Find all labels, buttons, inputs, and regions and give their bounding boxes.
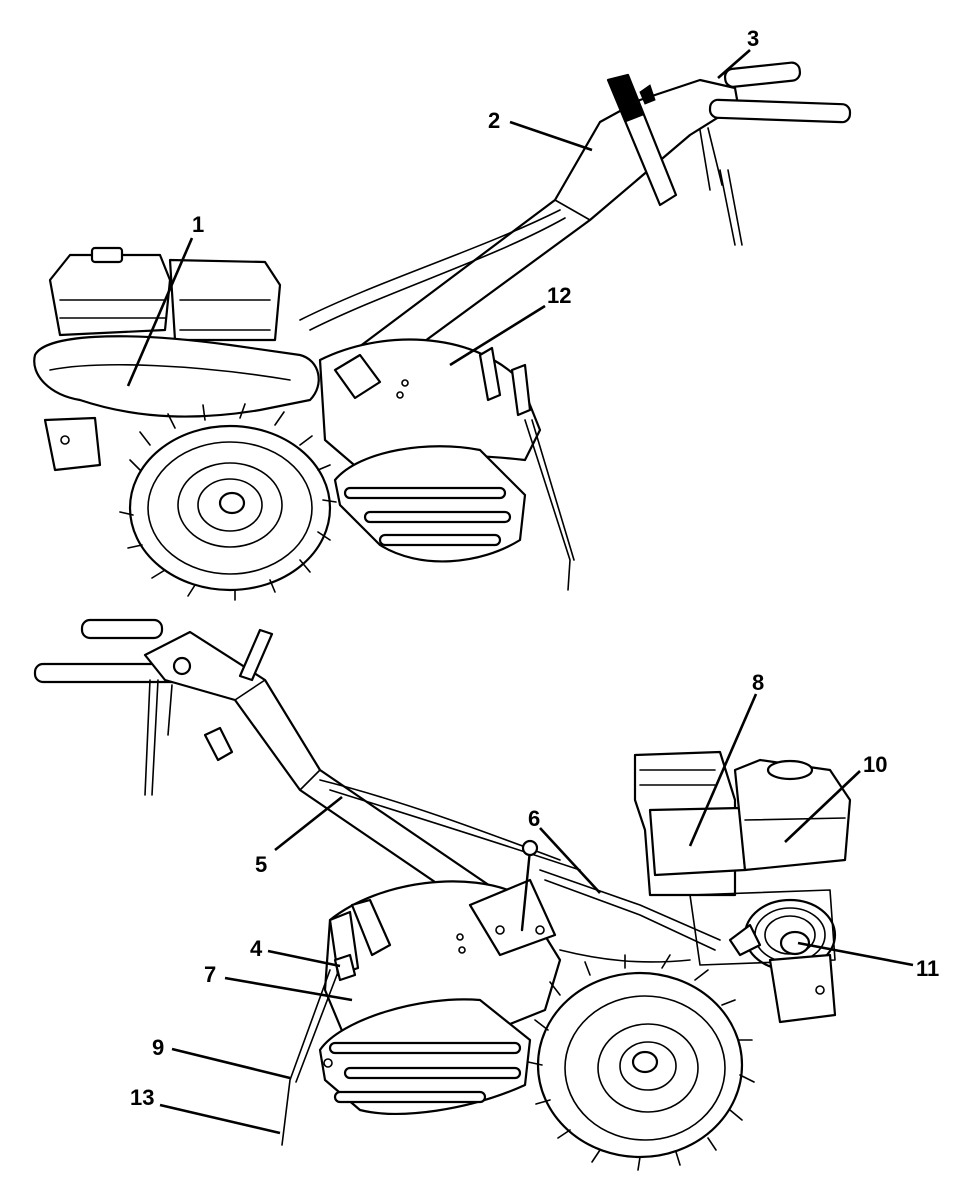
callout-13: 13: [130, 1085, 154, 1110]
engine-lower: [633, 750, 852, 972]
callout-1: 1: [192, 212, 204, 237]
callout-12: 12: [547, 283, 571, 308]
callout-5: 5: [255, 852, 267, 877]
wheel-lower: [527, 954, 755, 1171]
callout-8: 8: [752, 670, 764, 695]
callout-6: 6: [528, 806, 540, 831]
callout-10: 10: [863, 752, 887, 777]
callout-4: 4: [250, 936, 263, 961]
engine-upper: [48, 246, 282, 342]
tine-hood-upper: [333, 445, 527, 563]
handle-base-lower: [468, 878, 557, 957]
callout-9: 9: [152, 1035, 164, 1060]
wheel-upper: [119, 403, 337, 601]
callout-3: 3: [747, 26, 759, 51]
callout-11: 11: [916, 956, 939, 981]
rear-bracket-lower: [768, 953, 837, 1024]
handle-base-upper: [333, 353, 382, 400]
fender-upper: [33, 335, 575, 591]
tiller-upper-view: [33, 61, 852, 601]
callout-leaders: [126, 49, 914, 1135]
callout-labels: 1 2 3 12 4 5 6 7 8 9 10 11 13: [130, 26, 939, 1110]
callout-2: 2: [488, 108, 500, 133]
tine-hood-lower: [318, 998, 532, 1115]
tiller-lower-view: [33, 618, 852, 1171]
front-bracket-upper: [43, 416, 102, 472]
callout-7: 7: [204, 962, 216, 987]
handlebar-assembly-upper: [299, 61, 852, 387]
